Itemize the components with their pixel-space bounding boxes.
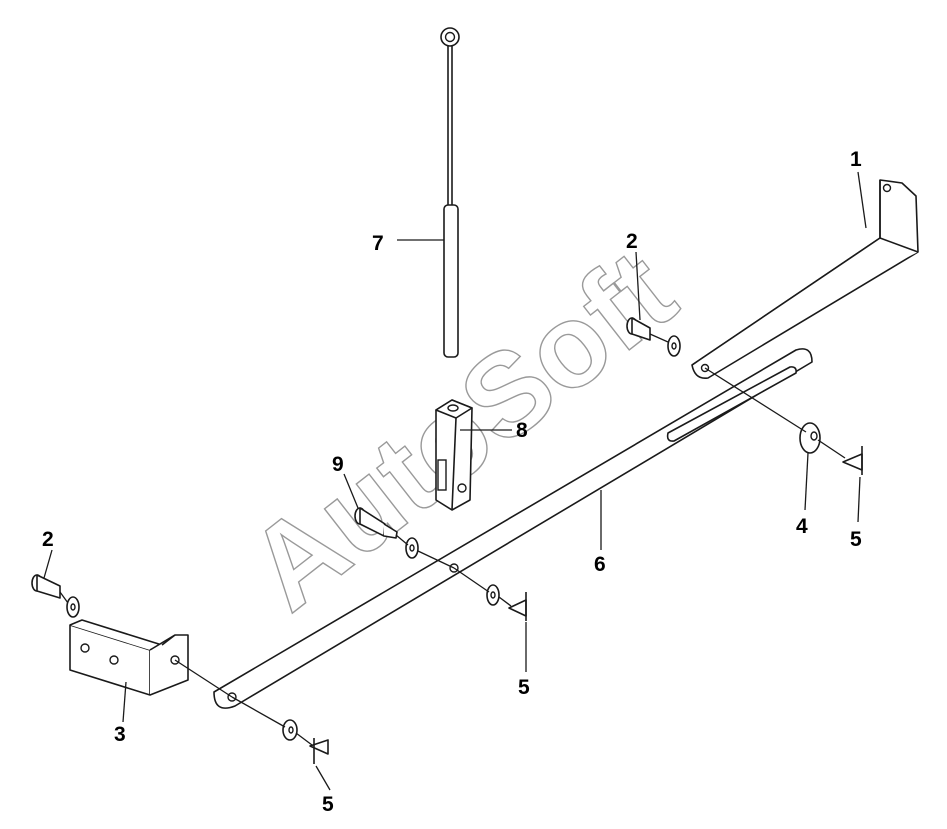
callout-7: 7 [372, 232, 384, 255]
part-2-pin-upper [626, 317, 651, 341]
callouts: 1 2 2 3 4 5 5 5 6 7 8 9 [42, 148, 862, 816]
washers [66, 335, 821, 741]
callout-5-bottom: 5 [322, 793, 334, 816]
callout-3: 3 [114, 723, 126, 746]
callout-leaders [43, 171, 867, 791]
part-8-block [435, 399, 473, 511]
part-2-pin-lower [31, 574, 61, 599]
part-3-l-bracket [69, 619, 189, 696]
callout-1: 1 [850, 148, 862, 171]
callout-4: 4 [796, 515, 808, 538]
callout-9: 9 [332, 453, 344, 476]
callout-5-middle: 5 [518, 676, 530, 699]
callout-2-lower: 2 [42, 528, 54, 551]
part-7-rod [440, 27, 460, 358]
callout-5-right: 5 [850, 528, 862, 551]
callout-6: 6 [594, 553, 606, 576]
assembly-lines [59, 333, 846, 746]
cotter-pins [309, 446, 863, 764]
part-9-pin [354, 507, 398, 539]
callout-8: 8 [516, 419, 528, 442]
callout-2-upper: 2 [626, 230, 638, 253]
